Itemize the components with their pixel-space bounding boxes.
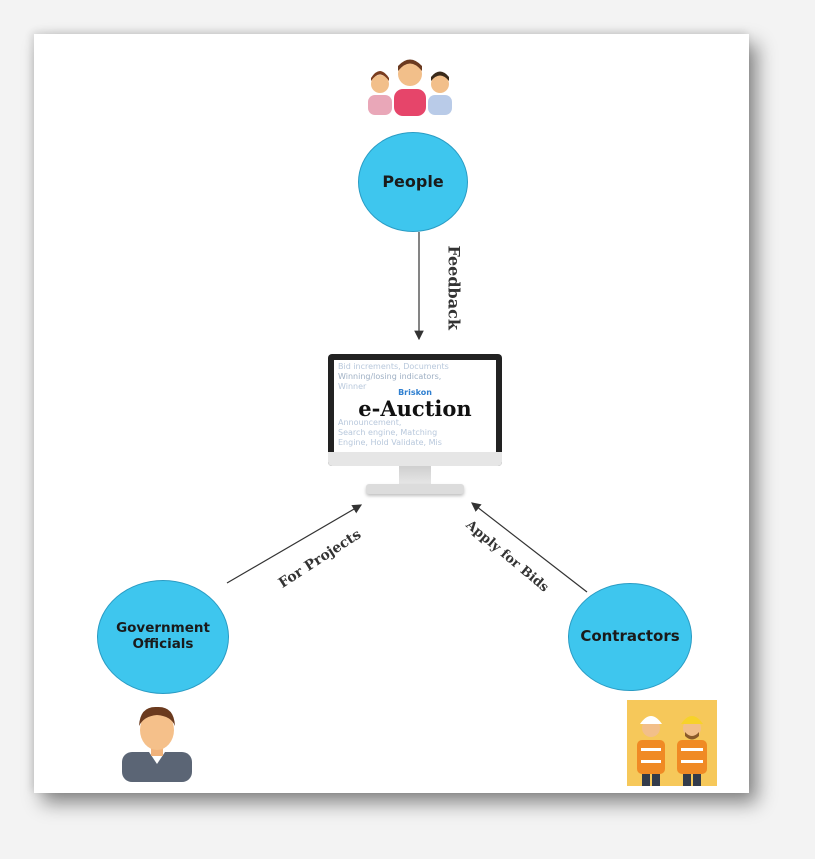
node-people: People <box>358 132 468 232</box>
official-person-icon <box>122 706 192 782</box>
screen-bg-text: Winning/losing indicators, <box>338 372 442 381</box>
screen-bg-text: Bid increments, Documents <box>338 362 449 371</box>
screen-bg-text: Search engine, Matching <box>338 428 438 437</box>
monitor-title: e-Auction <box>358 396 472 421</box>
group-of-people-icon <box>368 59 452 116</box>
edge-label-feedback: Feedback <box>444 245 464 330</box>
construction-workers-icon <box>627 700 717 786</box>
connector-arrows <box>226 232 588 593</box>
monitor-bezel <box>328 452 502 466</box>
screen-bg-text: Winner <box>338 382 367 391</box>
node-contractors-label: Contractors <box>580 627 680 646</box>
node-people-label: People <box>382 171 444 191</box>
node-government-label-line1: Government <box>116 620 210 637</box>
e-auction-monitor: Bid increments, Documents Winning/losing… <box>328 354 502 499</box>
node-contractors: Contractors <box>568 583 692 691</box>
screen-bg-text: Engine, Hold Validate, Mis <box>338 438 442 447</box>
monitor-neck <box>399 466 431 486</box>
apply-for-bids-arrow <box>471 502 588 593</box>
brand-name: Briskon <box>398 388 432 397</box>
monitor-screen: Bid increments, Documents Winning/losing… <box>328 354 502 466</box>
screen-content: Bid increments, Documents Winning/losing… <box>334 360 496 452</box>
node-government-label-line2: Officials <box>132 636 194 652</box>
diagram-canvas: People Feedback Bid increments, Document… <box>34 34 749 793</box>
monitor-base <box>366 484 464 494</box>
screen-bg-text: Announcement, <box>338 418 402 427</box>
for-projects-arrow <box>226 504 363 584</box>
node-government-officials: Government Officials <box>97 580 229 694</box>
